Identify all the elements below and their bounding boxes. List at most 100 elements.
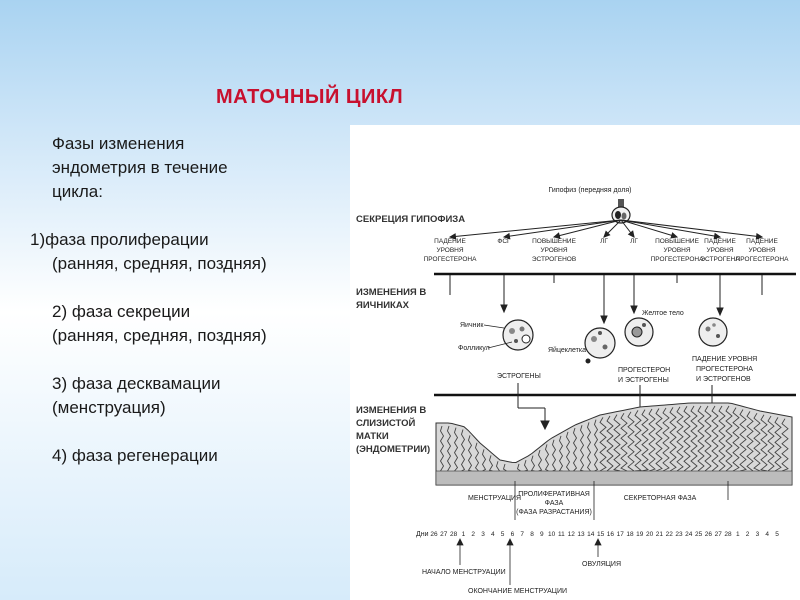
slide-title: МАТОЧНЫЙ ЦИКЛ: [216, 86, 404, 108]
phase-name: 1)фаза пролиферации: [30, 230, 209, 249]
hormone-label: ПОВЫШЕНИЕ: [532, 238, 576, 245]
endometrial-gland: [481, 449, 487, 472]
day-tick-label: 8: [530, 531, 534, 538]
endometrial-gland: [634, 410, 643, 472]
arrow-head: [448, 233, 457, 240]
decline-label: И ЭСТРОГЕНОВ: [696, 376, 751, 383]
endometrial-gland: [648, 408, 656, 472]
ovulation-label: ОВУЛЯЦИЯ: [582, 561, 621, 568]
endometrial-gland: [690, 405, 698, 472]
endometrium-illustration: [435, 402, 793, 486]
phase-detail: (менструация): [52, 398, 166, 417]
hormone-label: ЛГ: [600, 238, 608, 245]
endometrial-gland: [537, 449, 543, 472]
day-tick-label: 24: [685, 531, 693, 538]
hormone-label: УРОВНЯ: [748, 247, 775, 254]
phase-item-secretion: 2) фаза секреции (ранняя, средняя, поздн…: [0, 300, 350, 348]
endometrial-gland: [746, 411, 754, 472]
days-label: Дни: [416, 531, 429, 538]
hormone-label: ЭСТРОГЕНА: [700, 256, 740, 263]
phase-name: 3) фаза десквамации: [52, 374, 221, 393]
ovary-follicle-icon: [502, 319, 534, 351]
hormone-label: ПРОГЕСТЕРОНА: [424, 256, 478, 263]
day-tick-label: 27: [715, 531, 723, 538]
hormone-label: ЛГ: [630, 238, 638, 245]
hormone-label: ПОВЫШЕНИЕ: [655, 238, 699, 245]
intro-line: Фазы изменения: [52, 134, 185, 153]
follicle-pointer: [487, 341, 513, 349]
hormone-label: УРОВНЯ: [436, 247, 463, 254]
hormone-label: УРОВНЯ: [540, 247, 567, 254]
phases-text-block: Фазы изменения эндометрия в течение цикл…: [0, 132, 350, 468]
endometrial-gland: [467, 435, 473, 472]
arrow-head: [552, 232, 561, 239]
day-tick-label: 28: [450, 531, 458, 538]
endometrial-gland: [781, 418, 789, 472]
uterus-changes-label: МАТКИ: [356, 431, 389, 442]
endometrial-gland: [641, 409, 649, 472]
endometrial-gland: [697, 405, 705, 472]
day-tick-label: 16: [607, 531, 615, 538]
arrow-head: [603, 230, 611, 238]
ovary-changes-label: ЯИЧНИКАХ: [356, 300, 410, 311]
endometrial-gland: [613, 414, 621, 472]
corpus-luteum-icon: [624, 317, 654, 347]
intro-text: Фазы изменения эндометрия в течение цикл…: [0, 132, 350, 204]
secretory-phase-label: СЕКРЕТОРНАЯ ФАЗА: [624, 495, 697, 502]
pituitary-arrow: [620, 219, 721, 238]
estrogens-label: ЭСТРОГЕНЫ: [497, 373, 541, 380]
endometrial-gland: [725, 405, 733, 472]
day-tick-label: 9: [540, 531, 544, 538]
day-tick-label: 2: [471, 531, 475, 538]
uterus-changes-label: ИЗМЕНЕНИЯ В: [356, 405, 426, 416]
endometrial-gland: [488, 455, 494, 472]
day-tick-label: 23: [675, 531, 683, 538]
endometrial-gland: [460, 429, 466, 472]
day-tick-label: 3: [756, 531, 760, 538]
endometrial-gland: [516, 463, 521, 472]
arrow-head: [500, 304, 508, 314]
proliferative-phase-label: (ФАЗА РАЗРАСТАНИЯ): [516, 509, 592, 516]
hormone-connectors: [449, 275, 763, 325]
prog-estr-label: ПРОГЕСТЕРОН: [618, 367, 670, 374]
hormone-label: УРОВНЯ: [663, 247, 690, 254]
day-tick-label: 3: [481, 531, 485, 538]
day-tick-label: 28: [724, 531, 732, 538]
uterus-changes-label: (ЭНДОМЕТРИИ): [356, 444, 430, 455]
ovary-changes-label: ИЗМЕНЕНИЯ В: [356, 287, 426, 298]
ovary-label: Яичник: [460, 322, 484, 329]
day-tick-label: 1: [462, 531, 466, 538]
endometrial-gland: [704, 405, 712, 472]
arrow-head: [627, 230, 635, 238]
endometrial-gland: [502, 463, 507, 472]
endometrial-gland: [774, 417, 782, 472]
pituitary-arrows: [448, 219, 764, 240]
day-tick-label: 17: [617, 531, 625, 538]
phase-name: 4) фаза регенерации: [52, 446, 218, 465]
arrow-head: [716, 307, 724, 317]
phase-detail: (ранняя, средняя, поздняя): [52, 254, 267, 273]
corpus-luteum-label: Желтое тело: [642, 310, 684, 317]
follicle-label: Фолликул: [458, 345, 490, 352]
day-tick-label: 19: [636, 531, 644, 538]
egg-label: Яйцеклетка: [548, 346, 586, 354]
pituitary-secretion-label: СЕКРЕЦИЯ ГИПОФИЗА: [356, 214, 465, 225]
hormone-label: ПРОГЕСТЕРОНА: [651, 256, 705, 263]
day-tick-label: 10: [548, 531, 556, 538]
day-tick-label: 1: [736, 531, 740, 538]
arrow-head: [755, 232, 764, 240]
endometrial-gland: [565, 431, 571, 472]
arrow-head: [600, 315, 608, 325]
endometrial-gland: [551, 439, 557, 472]
endometrial-gland: [599, 417, 607, 472]
endometrial-gland: [579, 425, 585, 472]
endometrial-gland: [606, 415, 614, 472]
endometrial-gland: [759, 414, 768, 472]
phase-item-desquamation: 3) фаза десквамации (менструация): [0, 372, 350, 420]
bottom-markers: [456, 538, 602, 585]
endometrial-gland: [711, 405, 719, 472]
arrow-head: [630, 305, 638, 315]
hormone-label: ПРОГЕСТЕРОНА: [736, 256, 790, 263]
day-tick-label: 12: [568, 531, 576, 538]
uterine-cycle-diagram: СЕКРЕЦИЯ ГИПОФИЗА ИЗМЕНЕНИЯ В ЯИЧНИКАХ И…: [350, 125, 800, 600]
